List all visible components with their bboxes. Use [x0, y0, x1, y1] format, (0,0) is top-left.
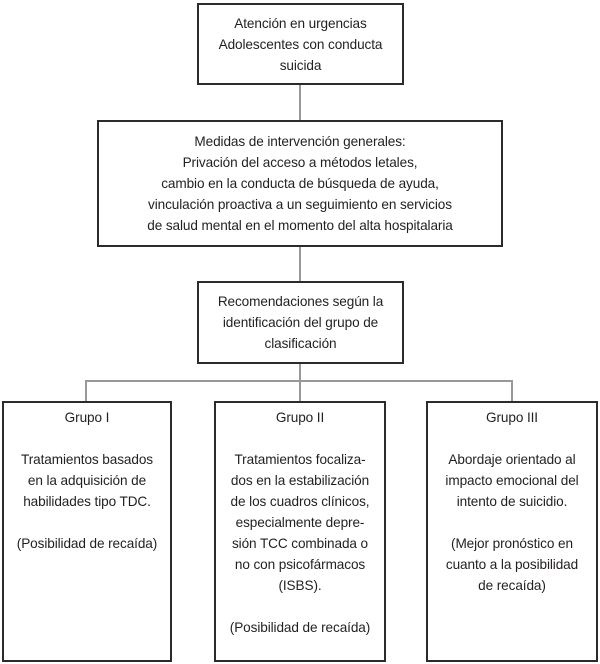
node-grupo-2-text: Grupo II Tratamientos focaliza- dos en l…	[229, 410, 371, 635]
connector-drop-grupo3	[511, 380, 513, 401]
connector-recomendaciones-to-branch	[299, 364, 301, 401]
node-recomendaciones: Recomendaciones según la identificación …	[197, 281, 404, 364]
connector-branch-horizontal	[85, 380, 513, 382]
node-atencion-urgencias: Atención en urgencias Adolescentes con c…	[197, 3, 404, 85]
node-grupo-3: Grupo III Abordaje orientado al impacto …	[426, 401, 598, 662]
connector-medidas-to-recomendaciones	[299, 247, 301, 281]
node-atencion-urgencias-text: Atención en urgencias Adolescentes con c…	[218, 15, 383, 73]
node-recomendaciones-text: Recomendaciones según la identificación …	[217, 294, 384, 351]
node-grupo-3-text: Grupo III Abordaje orientado al impacto …	[445, 410, 579, 593]
node-medidas-intervencion-text: Medidas de intervención generales: Priva…	[147, 134, 453, 233]
node-grupo-1-text: Grupo I Tratamientos basados en la adqui…	[16, 410, 158, 551]
node-grupo-2: Grupo II Tratamientos focaliza- dos en l…	[214, 401, 386, 662]
connector-drop-grupo1	[85, 380, 87, 401]
node-grupo-1: Grupo I Tratamientos basados en la adqui…	[2, 401, 172, 662]
connector-urgencias-to-medidas	[299, 85, 301, 120]
node-medidas-intervencion: Medidas de intervención generales: Priva…	[97, 120, 503, 247]
